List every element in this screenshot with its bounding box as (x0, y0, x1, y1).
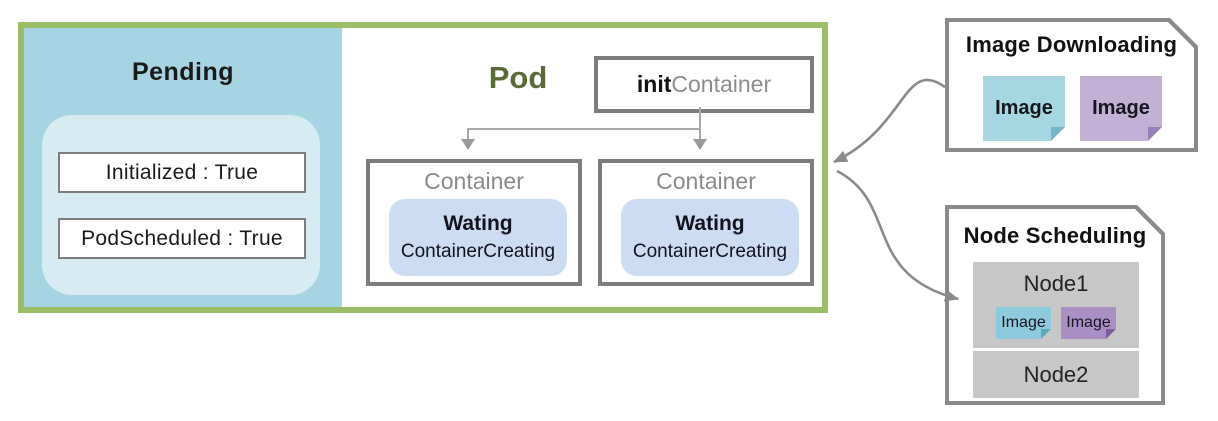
container-box-left: Container Wating ContainerCreating (366, 159, 582, 286)
node2-label: Node2 (1023, 361, 1089, 387)
init-container-label-bold: init (636, 71, 672, 97)
node1-box: Node1 Image Image (973, 262, 1139, 348)
arrow-image-downloading-to-pod (833, 78, 946, 164)
arrow-pod-to-node-scheduling (836, 169, 959, 302)
folded-corner-icon (1051, 127, 1065, 141)
image-note-teal: Image (983, 76, 1065, 141)
folded-corner-icon (1106, 329, 1116, 339)
image-note-purple-label: Image (1092, 97, 1150, 119)
image-note-teal-label: Image (995, 97, 1053, 119)
pod-title: Pod (488, 60, 548, 95)
container-right-status-box: Wating ContainerCreating (621, 199, 799, 276)
pod-conditions-group: Initialized : True PodScheduled : True (42, 115, 320, 295)
node1-image-purple-label: Image (1066, 314, 1111, 331)
node2-box: Node2 (973, 351, 1139, 398)
node1-label: Node1 (1023, 271, 1089, 296)
condition-podscheduled: PodScheduled : True (58, 218, 306, 259)
container-right-reason: ContainerCreating (632, 241, 788, 262)
init-container-label-rest: Container (671, 71, 772, 97)
node1-image-note-purple: Image (1061, 307, 1116, 339)
folded-corner-icon (1148, 127, 1162, 141)
pending-title: Pending (131, 58, 235, 86)
image-downloading-title: Image Downloading (965, 32, 1178, 57)
container-box-right: Container Wating ContainerCreating (598, 159, 814, 286)
pending-panel: Pending Initialized : True PodScheduled … (24, 28, 342, 307)
pod-boundary-box: Pending Initialized : True PodScheduled … (18, 22, 828, 313)
container-right-title: Container (656, 168, 756, 194)
container-left-reason: ContainerCreating (400, 241, 556, 262)
image-downloading-panel-body: Image Downloading Image Image (949, 22, 1194, 148)
node1-image-teal-label: Image (1001, 314, 1046, 331)
node1-image-note-teal: Image (996, 307, 1051, 339)
container-left-status-box: Wating ContainerCreating (389, 199, 567, 276)
image-note-purple: Image (1080, 76, 1162, 141)
container-right-state: Wating (675, 212, 745, 235)
node-scheduling-title: Node Scheduling (963, 223, 1147, 248)
folded-corner-icon (1041, 329, 1051, 339)
image-downloading-panel: Image Downloading Image Image (945, 18, 1198, 152)
container-left-title: Container (424, 168, 524, 194)
node-scheduling-panel-body: Node Scheduling Node1 Image Image Node2 (949, 209, 1161, 401)
container-left-state: Wating (443, 212, 513, 235)
node1-images-row: Image Image (973, 307, 1139, 339)
node-scheduling-panel: Node Scheduling Node1 Image Image Node2 (945, 205, 1165, 405)
condition-initialized: Initialized : True (58, 152, 306, 193)
